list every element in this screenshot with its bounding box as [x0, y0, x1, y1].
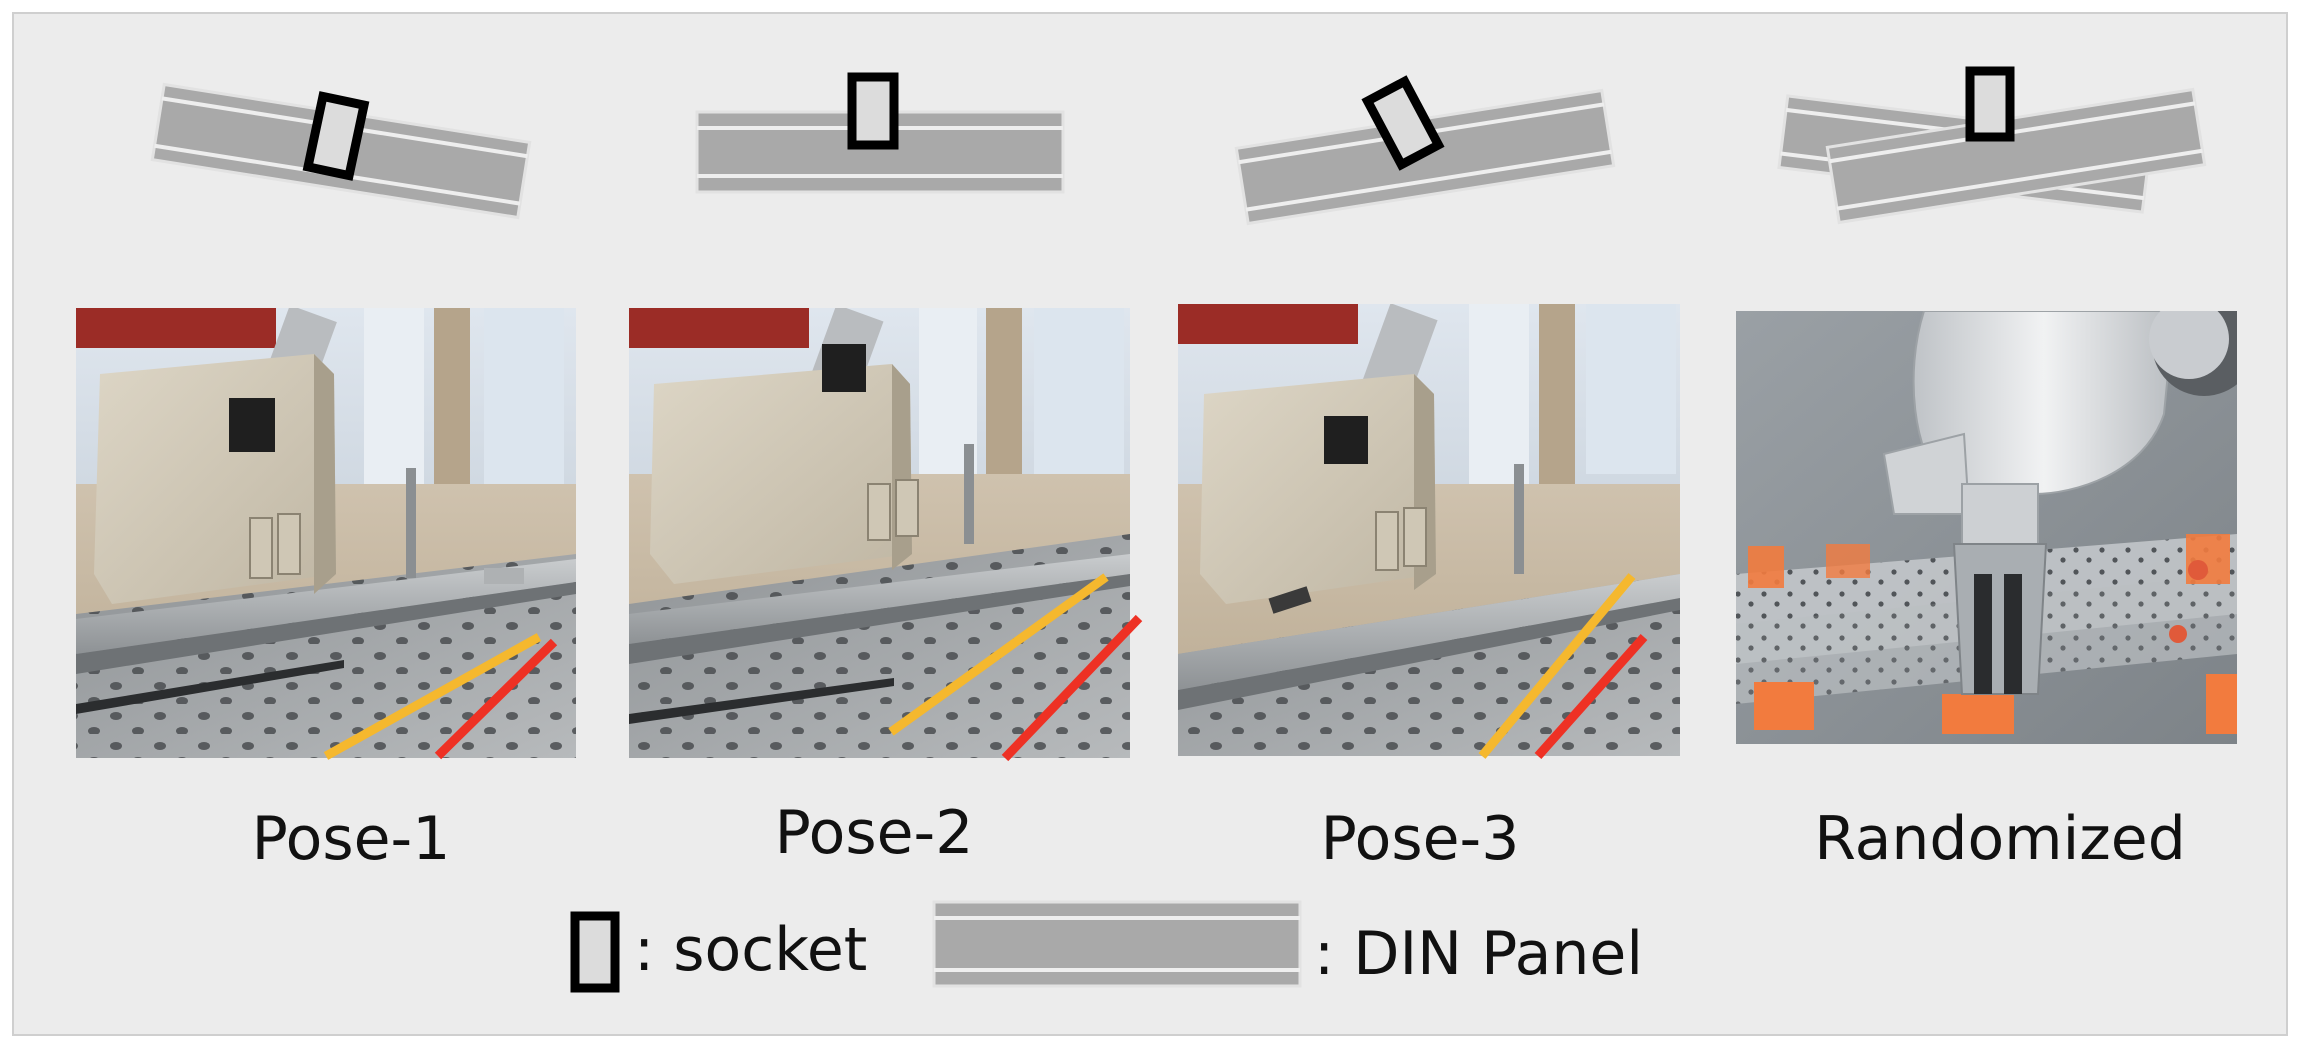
pose-3-socket-symbol: [1361, 75, 1445, 171]
pose-2-label: Pose-2: [774, 798, 974, 868]
randomized-photo: [1736, 311, 2237, 744]
figure-panel: Pose-1 Pose-2 Pose-3 Randomized : socket…: [12, 12, 2288, 1036]
legend-socket-symbol: [570, 911, 620, 993]
pose-1-label: Pose-1: [251, 804, 451, 874]
pose-2-socket-symbol: [847, 72, 899, 150]
diagram-canvas: [76, 66, 2237, 993]
legend-socket-label: : socket: [634, 915, 868, 985]
pose-3-red-line: [1534, 634, 1648, 759]
legend-din-panel-symbol: [932, 900, 1302, 988]
pose-1-yellow-line: [323, 633, 542, 760]
pose-3-yellow-line: [1478, 573, 1636, 759]
pose-1-socket-symbol: [302, 91, 370, 181]
pose-3-photo: [1178, 304, 1680, 756]
pose-2-red-line: [1001, 614, 1143, 762]
pose-2-yellow-line: [888, 573, 1109, 736]
pose-2-photo: [629, 308, 1130, 758]
randomized-socket-symbol: [1965, 66, 2015, 142]
pose-1-photo: [76, 308, 576, 758]
pose-1-red-line: [434, 638, 558, 760]
randomized-label: Randomized: [1814, 804, 2186, 874]
pose-3-label: Pose-3: [1320, 804, 1520, 874]
legend-din-panel-label: : DIN Panel: [1314, 919, 1644, 989]
